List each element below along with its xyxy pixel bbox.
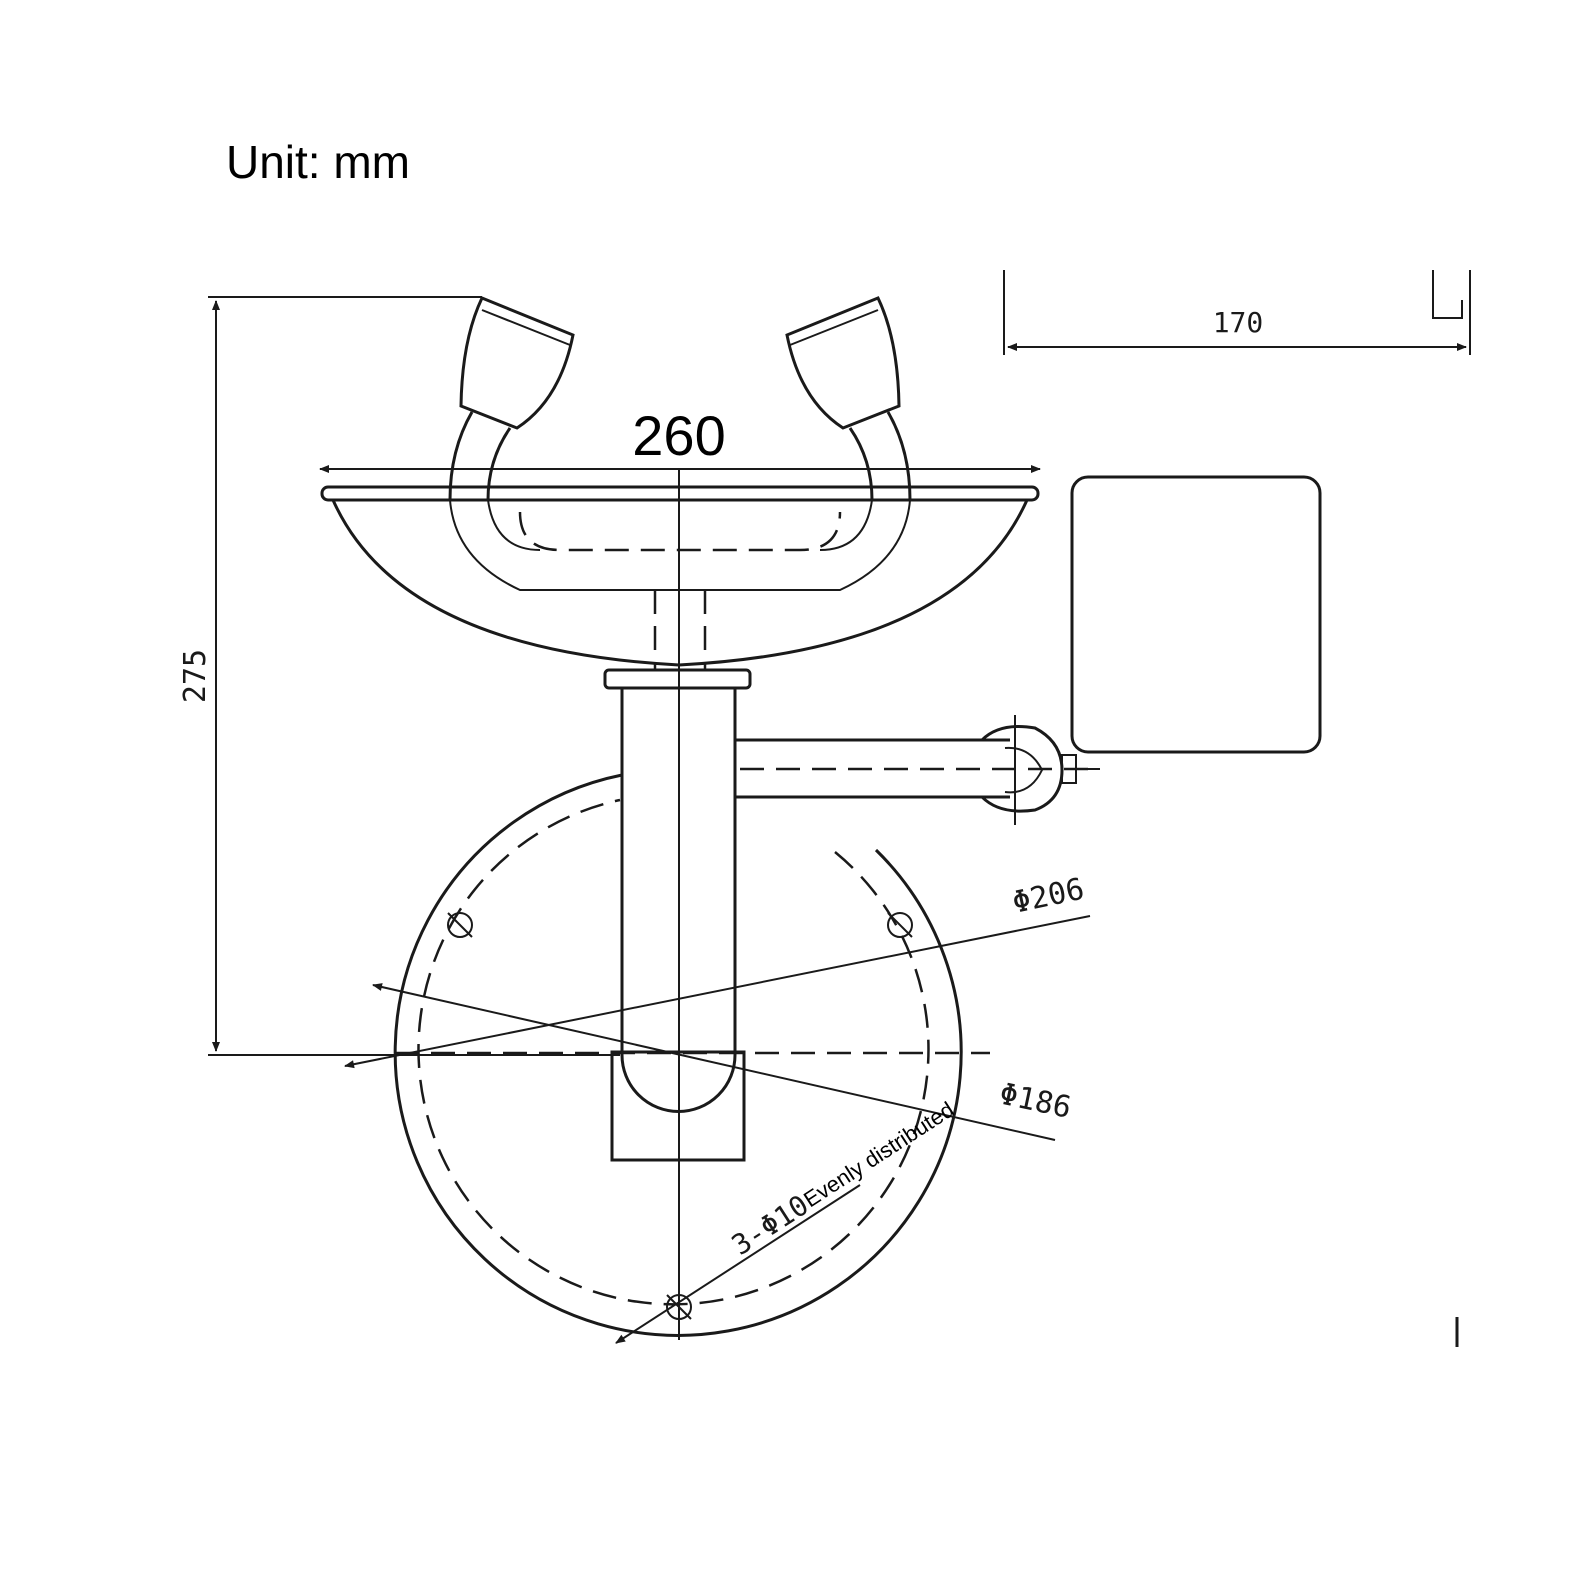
left-spray-nozzle	[448, 296, 575, 501]
outer-diameter-dimension: Φ206	[344, 872, 1091, 1069]
bolt-circle-dimension: Φ186	[372, 983, 1074, 1141]
outer-diameter-label: Φ206	[1009, 872, 1087, 921]
bowl-width-dimension: 260	[319, 404, 1041, 473]
depth-dimension-label: 170	[1213, 306, 1264, 339]
hole-label: 3-Φ10	[726, 1188, 815, 1262]
mounting-hole	[887, 912, 913, 938]
bowl-width-label: 260	[632, 404, 725, 467]
unit-label: Unit: mm	[226, 136, 410, 188]
push-handle-paddle	[1070, 475, 1322, 754]
depth-dimension: 170	[1003, 270, 1471, 355]
wall-plate	[393, 773, 963, 1337]
hole-note: Evenly distributed	[799, 1097, 958, 1213]
mounting-hole	[447, 912, 473, 938]
right-spray-nozzle	[785, 296, 912, 501]
vertical-pipe	[603, 590, 752, 1162]
height-dimension-label: 275	[178, 649, 213, 703]
height-dimension: 275	[178, 296, 620, 1056]
horizontal-pipe	[735, 715, 1100, 825]
bolt-circle-label: Φ186	[996, 1077, 1074, 1126]
